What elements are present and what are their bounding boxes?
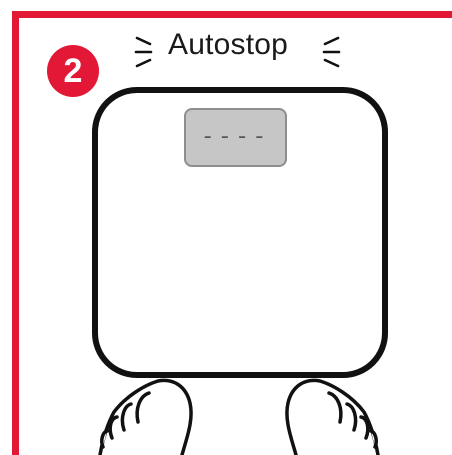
right-foot-icon [287, 380, 378, 455]
scale-display: ---- [184, 108, 287, 167]
step-number-badge: 2 [47, 45, 99, 97]
frame-top-border [12, 11, 452, 18]
frame-left-border [12, 11, 19, 455]
autostop-title: Autostop [168, 30, 288, 60]
flash-lines-right-icon [324, 38, 339, 66]
left-foot-icon [100, 380, 191, 455]
flash-lines-left-icon [136, 38, 151, 66]
